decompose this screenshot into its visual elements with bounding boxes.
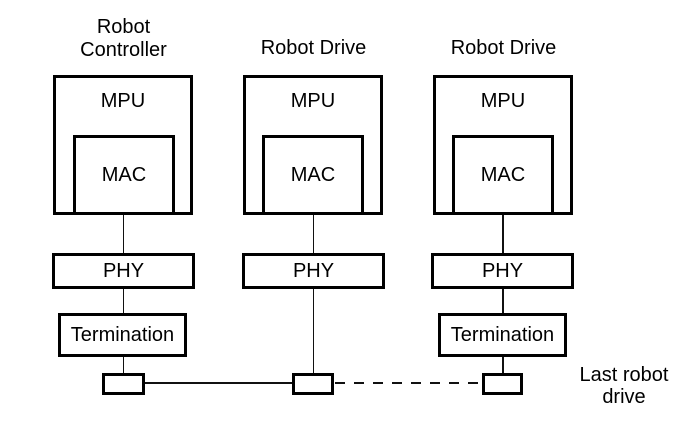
- termination-label: Termination: [70, 323, 175, 346]
- mac-box-3: MAC: [452, 135, 554, 215]
- connector-termination-tap-1: [122, 357, 124, 373]
- bus-line-solid: [145, 382, 292, 384]
- termination-box-1: Termination: [58, 313, 187, 357]
- termination-label: Termination: [450, 323, 555, 346]
- phy-label: PHY: [481, 259, 524, 282]
- mpu-label: MPU: [480, 90, 526, 112]
- bus-tap-box-2: [292, 373, 334, 395]
- connector-mpu-phy-2: [312, 215, 314, 253]
- connector-phy-termination-3: [502, 289, 504, 313]
- mpu-label: MPU: [290, 90, 336, 112]
- phy-label: PHY: [292, 259, 335, 282]
- node-title-robot-drive-2: Robot Drive: [450, 37, 557, 59]
- connector-phy-tap-2: [312, 289, 314, 373]
- node-title-robot-controller: Robot Controller: [80, 16, 167, 61]
- mac-box-2: MAC: [262, 135, 364, 215]
- mac-label: MAC: [290, 163, 336, 186]
- mac-box-1: MAC: [73, 135, 175, 215]
- phy-label: PHY: [102, 259, 145, 282]
- mpu-label: MPU: [100, 90, 146, 112]
- connector-termination-tap-3: [502, 357, 504, 373]
- phy-box-2: PHY: [242, 253, 385, 289]
- phy-box-1: PHY: [52, 253, 195, 289]
- termination-box-3: Termination: [438, 313, 567, 357]
- node-title-robot-drive-1: Robot Drive: [260, 37, 367, 59]
- mac-label: MAC: [101, 163, 147, 186]
- bus-tap-box-3: [482, 373, 523, 395]
- connector-phy-termination-1: [122, 289, 124, 313]
- connector-mpu-phy-3: [502, 215, 504, 253]
- bus-tap-box-1: [102, 373, 145, 395]
- bus-line-dashed: [335, 382, 482, 384]
- last-robot-drive-label: Last robot drive: [579, 364, 669, 408]
- mac-label: MAC: [480, 163, 526, 186]
- connector-mpu-phy-1: [122, 215, 124, 253]
- phy-box-3: PHY: [431, 253, 574, 289]
